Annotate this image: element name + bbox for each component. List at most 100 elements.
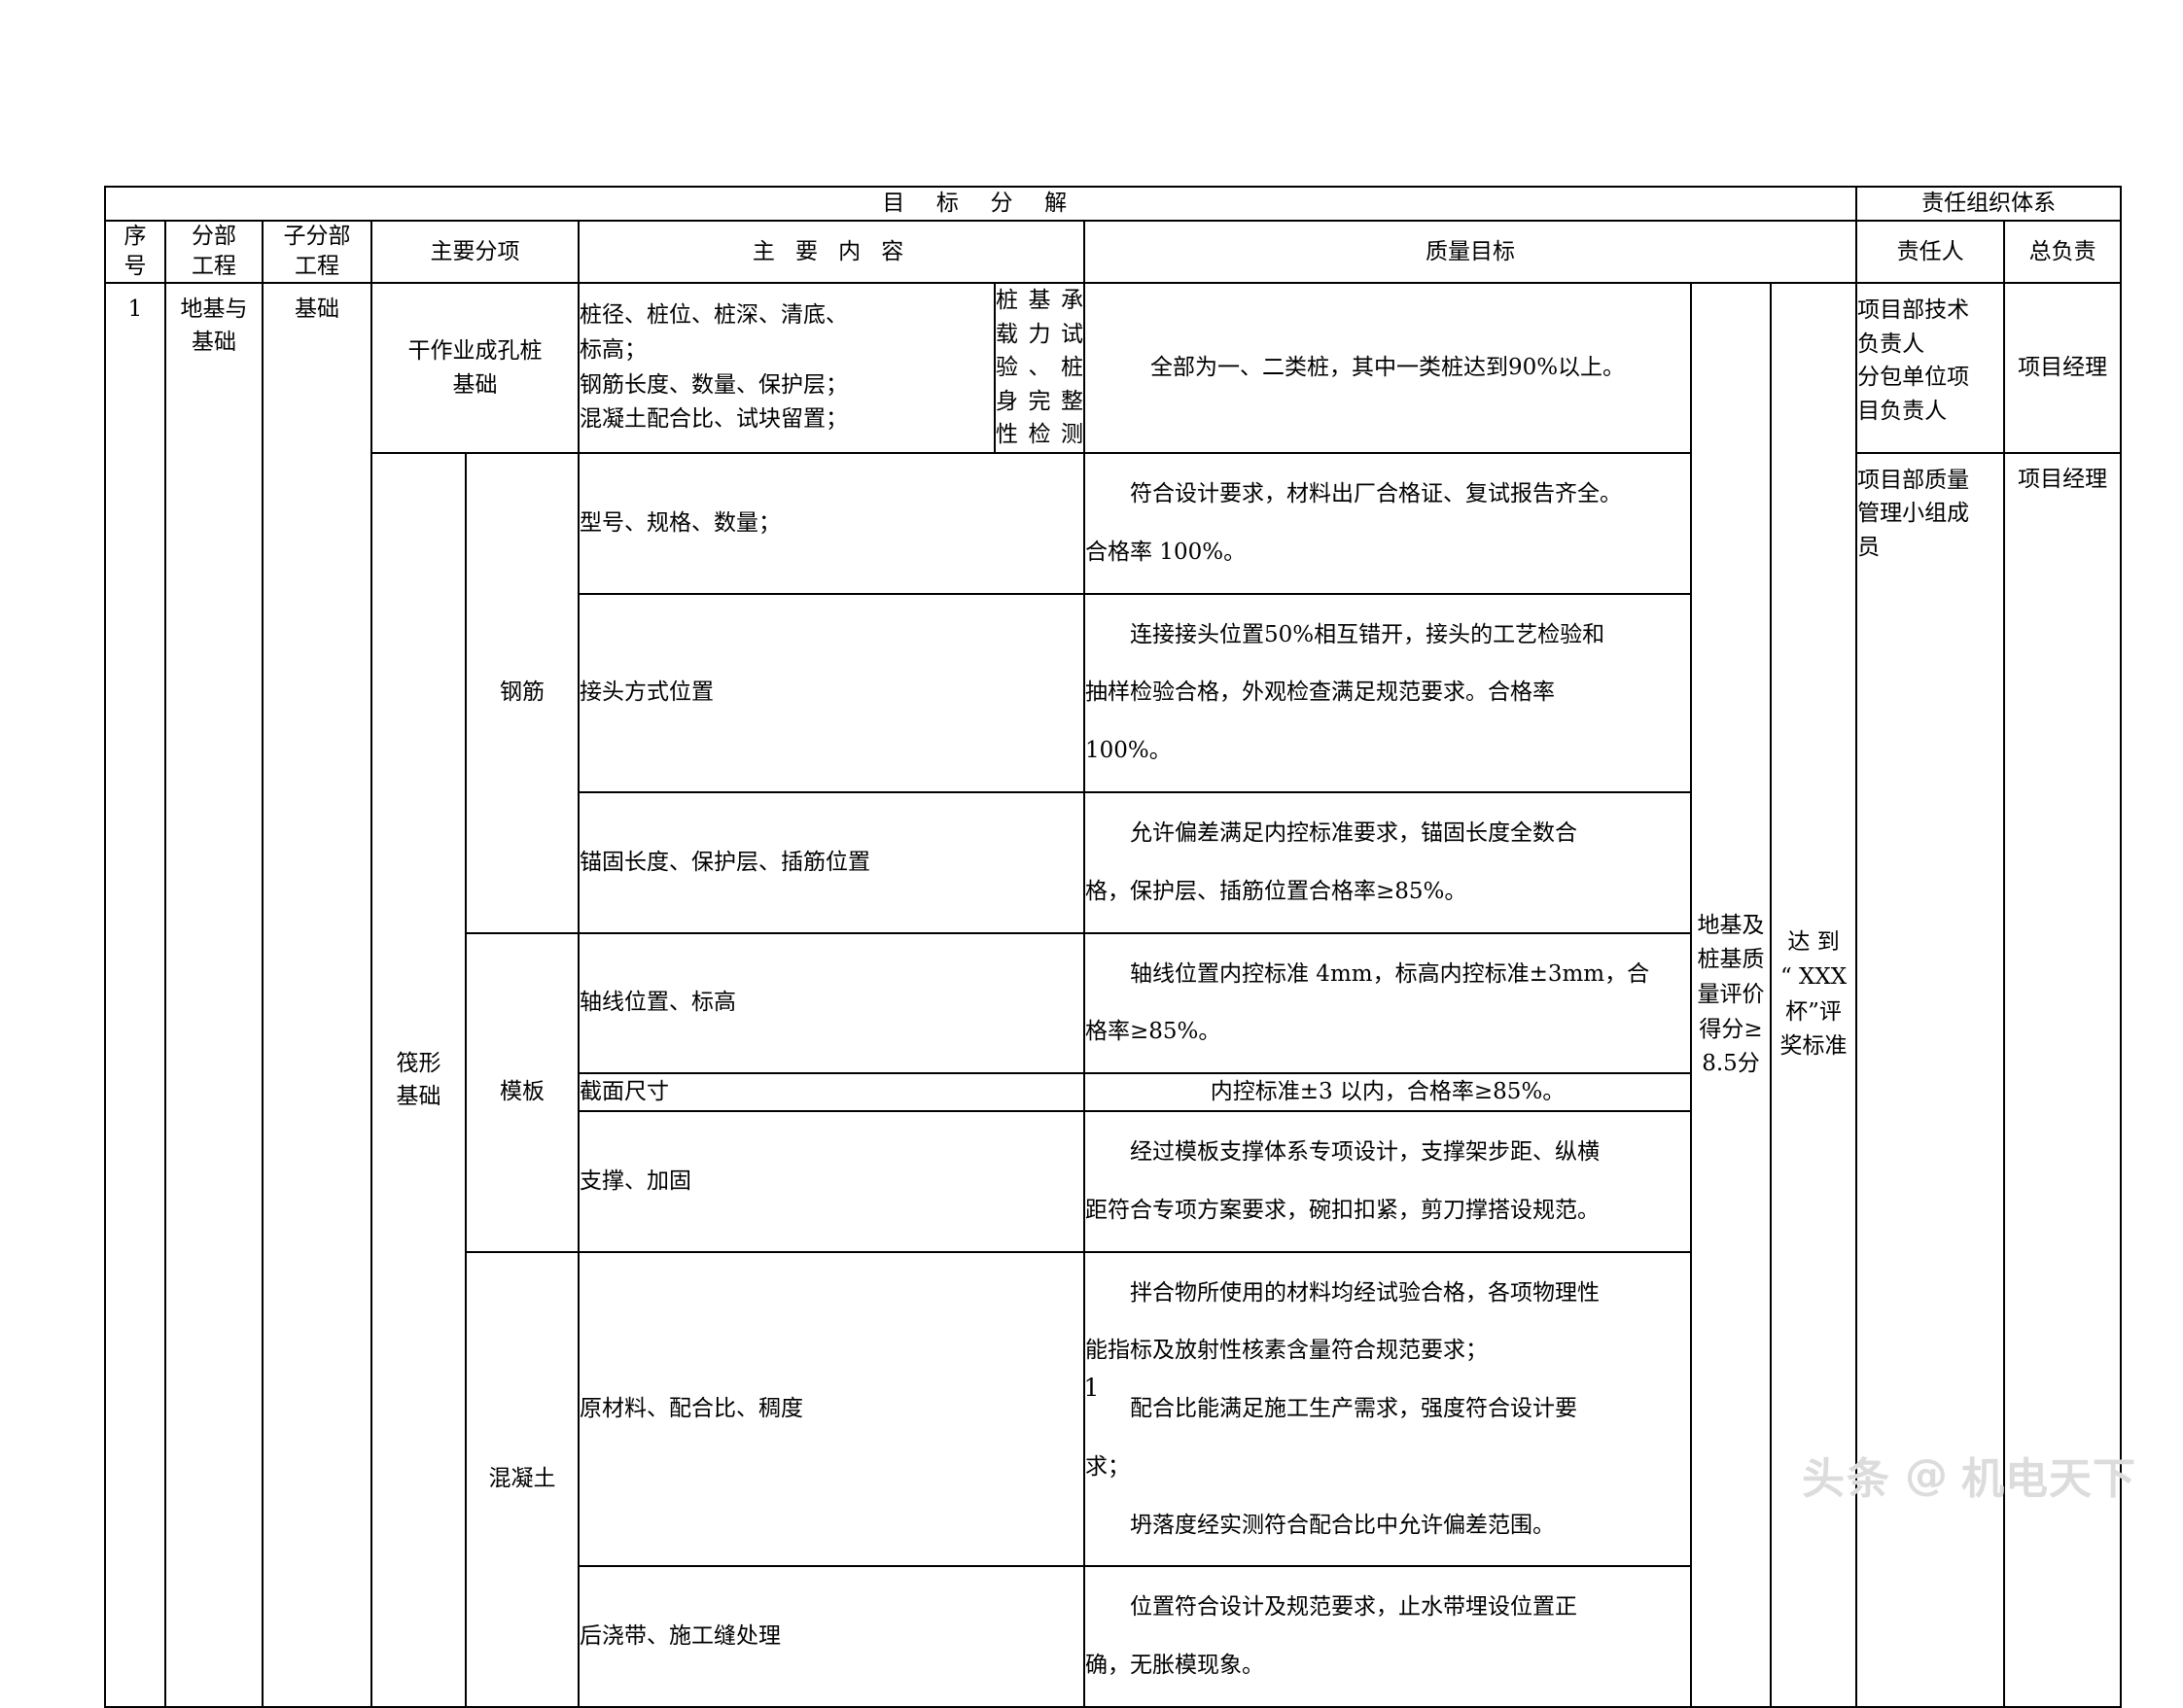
col-header-sequence-line2: 号 [123,254,147,280]
table-row: 接头方式位置 连接接头位置50%相互错开，接头的工艺检验和 抽样检验合格，外观检… [105,592,2121,793]
score-line5: 8.5分 [1702,1051,1760,1077]
cell-main-content-pile: 桩径、桩位、桩深、清底、 标高； 钢筋长度、数量、保护层； 混凝土配合比、试块留… [578,282,996,454]
cell-quality-formwork-axis: 轴线位置内控标准 4mm，标高内控标准±3mm，合 格率≥85%。 [1083,931,1692,1075]
cell-subdivision-engineering: 基础 [262,282,372,1708]
award-line4: 奖标准 [1779,1033,1848,1060]
table-row: 截面尺寸 内控标准±3 以内，合格率≥85%。 [105,1072,2121,1112]
cell-content-formwork-section: 截面尺寸 [578,1072,1085,1112]
award-line3: 杯”评 [1785,998,1842,1025]
score-line3: 量评价 [1697,981,1765,1007]
table-row: 1 地基与 基础 基础 干作业成孔桩 基础 桩径、桩位、桩深、清底、 标高； 钢… [104,282,2123,1708]
cell-foundation-score-target: 地基及 桩基质 量评价 得分≥ 8.5分 [1690,282,1772,1708]
table-top-header-row: 目 标 分 解 责任组织体系 [103,185,2123,223]
document-page: 目 标 分 解 责任组织体系 序 号 分部 工程 子分部 工程 主要分项 主 要… [103,185,2136,1708]
cell-quality-rebar-joint: 连接接头位置50%相互错开，接头的工艺检验和 抽样检验合格，外观检查满足规范要求… [1083,592,1692,793]
cell-quality-rebar-spec: 符合设计要求，材料出厂合格证、复试报告齐全。 合格率 100%。 [1083,451,1692,595]
cell-content-rebar-anchor: 锚固长度、保护层、插筋位置 [578,790,1085,934]
main-item-pile-line2: 基础 [452,371,498,398]
q-line: 允许偏差满足内控标准要求，锚固长度全数合 [1130,819,1577,846]
header-title-responsibility-system: 责任组织体系 [1855,185,2123,223]
cell-responsible-person-pile: 项目部技术 负责人 分包单位项 目负责人 [1855,282,2006,454]
cell-content-formwork-support: 支撑、加固 [578,1109,1085,1253]
score-line1: 地基及 [1697,912,1765,938]
score-line4: 得分≥ [1699,1016,1763,1042]
watermark-platform: 头条 [1802,1454,1891,1504]
cell-responsible-person-raft: 项目部质量 管理小组成 员 [1855,451,2006,1708]
main-item-raft-line2: 基础 [396,1084,441,1109]
q-line: 坍落度经实测符合配合比中允许偏差范围。 [1130,1512,1555,1538]
col-header-division-line1: 分部 [192,224,236,250]
col-header-subdivision-line1: 子分部 [283,224,351,250]
cell-division-engineering: 地基与 基础 [164,282,264,1708]
score-line2: 桩基质 [1697,947,1765,973]
cell-quality-formwork-support: 经过模板支撑体系专项设计，支撑架步距、纵横 距符合专项方案要求，碗扣扣紧，剪刀撑… [1083,1109,1692,1253]
table-row: 支撑、加固 经过模板支撑体系专项设计，支撑架步距、纵横 距符合专项方案要求，碗扣… [105,1109,2121,1253]
cell-sequence-number: 1 [104,282,166,1708]
col-header-subdivision-line2: 工程 [295,254,339,280]
main-item-pile-line1: 干作业成孔桩 [407,338,543,365]
page-number: 1 [1083,1374,1100,1402]
cell-content-concrete-material: 原材料、配合比、稠度 [578,1250,1085,1568]
cell-subcategory-formwork: 模板 [465,931,580,1253]
pile-content-line4: 混凝土配合比、试块留置； [580,406,848,433]
header-title-objective-decomposition: 目 标 分 解 [103,185,1858,223]
q-line: 格，保护层、插筋位置合格率≥85%。 [1085,878,1467,904]
cell-division-line1: 地基与 [180,296,248,323]
col-header-main-content: 主 要 内 容 [578,220,1085,285]
cell-subcategory-concrete: 混凝土 [465,1250,580,1708]
q-line: 求； [1085,1453,1130,1480]
cell-overall-responsible-pile: 项目经理 [2003,282,2123,454]
table-row: 筏形 基础 钢筋 型号、规格、数量； 符合设计要求，材料出厂合格证、复试报告齐全… [105,451,2123,1708]
q-line: 确，无胀模现象。 [1085,1653,1264,1679]
table-column-header-row: 序 号 分部 工程 子分部 工程 主要分项 主 要 内 容 质量目标 责任人 总… [104,220,2123,285]
pile-content-line2: 标高； [580,337,647,364]
cell-overall-responsible-raft: 项目经理 [2003,451,2123,1708]
q-line: 距符合专项方案要求，碗扣扣紧，剪刀撑搭设规范。 [1085,1197,1600,1223]
watermark-logo: 头条 @ 机电天下 [1802,1444,2136,1506]
pile-content-line3: 钢筋长度、数量、保护层； [580,371,848,398]
resp-raft-line1: 项目部质量 [1857,467,1970,493]
award-line1: 达 到 [1787,929,1840,956]
cell-content-formwork-axis: 轴线位置、标高 [578,931,1085,1075]
resp-pile-line3: 分包单位项 [1857,365,1970,391]
watermark-at-icon: @ [1905,1449,1948,1500]
q-line: 格率≥85%。 [1085,1019,1221,1045]
col-header-division: 分部 工程 [164,220,264,285]
q-line: 100%。 [1085,738,1172,764]
q-line: 位置符合设计及规范要求，止水带埋设位置正 [1130,1594,1577,1621]
q-line: 连接接头位置50%相互错开，接头的工艺检验和 [1130,621,1605,647]
cell-division-line2: 基础 [192,329,236,355]
col-header-subdivision: 子分部 工程 [262,220,372,285]
resp-raft-line3: 员 [1857,534,1881,560]
col-header-overall-responsible: 总负责 [2003,220,2123,285]
cell-content-rebar-spec: 型号、规格、数量； [578,451,1085,595]
col-header-division-line2: 工程 [192,254,236,280]
table-row: 模板 轴线位置、标高 轴线位置内控标准 4mm，标高内控标准±3mm，合 格率≥… [105,931,2121,1253]
main-item-raft-line1: 筏形 [396,1050,441,1076]
col-header-sequence: 序 号 [104,220,166,285]
cell-main-item-dry-hole-pile: 干作业成孔桩 基础 [370,282,580,454]
cell-quality-formwork-section: 内控标准±3 以内，合格率≥85%。 [1083,1072,1692,1112]
resp-pile-line1: 项目部技术 [1857,297,1970,324]
q-line: 拌合物所使用的材料均经试验合格，各项物理性 [1130,1279,1600,1306]
resp-pile-line2: 负责人 [1857,331,1925,357]
q-line: 经过模板支撑体系专项设计，支撑架步距、纵横 [1130,1138,1600,1165]
cell-subcategory-rebar: 钢筋 [465,451,580,934]
cell-content-concrete-joint: 后浇带、施工缝处理 [578,1565,1085,1708]
q-line: 抽样检验合格，外观检查满足规范要求。合格率 [1085,680,1555,706]
cell-content-rebar-joint: 接头方式位置 [578,592,1085,793]
q-line: 能指标及放射性核素含量符合规范要求； [1085,1338,1488,1364]
col-header-sequence-line1: 序 [123,224,147,250]
resp-raft-line2: 管理小组成 [1857,501,1970,527]
resp-pile-line4: 目负责人 [1857,398,1948,424]
pile-content-line1: 桩径、桩位、桩深、清底、 [580,302,848,329]
award-line2: “ XXX [1779,964,1848,991]
cell-pile-bearing-test: 桩基承载力试验、桩身完整性检测 [994,282,1085,454]
col-header-responsible-person: 责任人 [1855,220,2006,285]
cell-main-item-raft-foundation: 筏形 基础 [370,451,467,1708]
q-line: 轴线位置内控标准 4mm，标高内控标准±3mm，合 [1130,960,1650,987]
q-line: 符合设计要求，材料出厂合格证、复试报告齐全。 [1130,480,1622,506]
table-row: 锚固长度、保护层、插筋位置 允许偏差满足内控标准要求，锚固长度全数合 格，保护层… [105,790,2121,934]
watermark-account: 机电天下 [1961,1454,2136,1504]
col-header-quality-target: 质量目标 [1082,220,1858,285]
